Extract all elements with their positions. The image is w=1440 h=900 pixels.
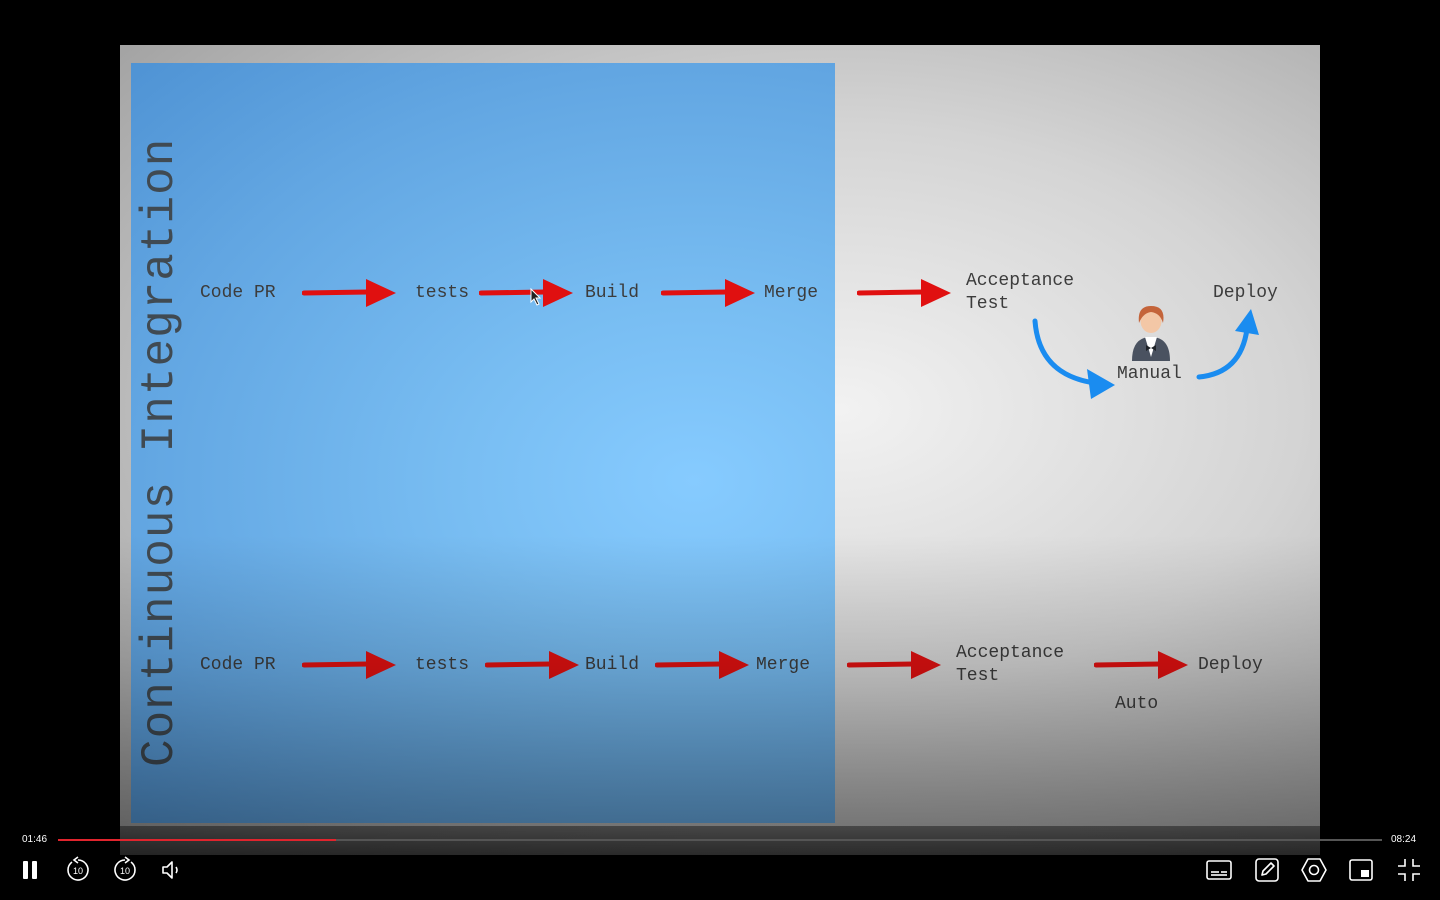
picture-in-picture-button[interactable] bbox=[1345, 854, 1377, 886]
manual-label: Manual bbox=[1117, 364, 1182, 384]
row2-arrow-red bbox=[655, 651, 749, 679]
auto-label: Auto bbox=[1115, 694, 1159, 714]
row2-merge-label: Merge bbox=[756, 655, 811, 675]
row2-acceptance-label: Acceptance bbox=[956, 643, 1065, 663]
forward-10-label: 10 bbox=[120, 866, 130, 876]
row1-code-pr-label: Code PR bbox=[200, 283, 276, 303]
row2-arrow-red bbox=[302, 651, 396, 679]
current-time: 01:46 bbox=[22, 834, 48, 845]
ci-panel bbox=[131, 63, 835, 823]
row2-code-pr-label: Code PR bbox=[200, 655, 276, 675]
manual-arrow-blue-down bbox=[1032, 318, 1115, 399]
tester-person-icon bbox=[1132, 306, 1170, 361]
mouse-cursor-icon bbox=[530, 288, 542, 306]
pause-icon bbox=[23, 861, 37, 879]
notes-button[interactable] bbox=[1251, 854, 1283, 886]
row1-tests-label: tests bbox=[415, 283, 470, 303]
volume-icon bbox=[162, 861, 178, 879]
volume-button[interactable] bbox=[156, 854, 188, 886]
row2-arrow-red bbox=[1094, 651, 1188, 679]
settings-icon bbox=[1301, 858, 1327, 882]
row1-deploy-label: Deploy bbox=[1213, 283, 1278, 303]
row1-arrow-red bbox=[661, 279, 755, 307]
rewind-10-label: 10 bbox=[73, 866, 83, 876]
row2-acceptance-test-label: Test bbox=[956, 666, 1000, 686]
edit-note-icon bbox=[1255, 858, 1279, 882]
row2-arrow-red bbox=[847, 651, 941, 679]
row1-arrow-red bbox=[302, 279, 396, 307]
picture-in-picture-icon bbox=[1349, 859, 1373, 881]
subtitles-icon bbox=[1206, 860, 1232, 880]
row2-build-label: Build bbox=[585, 655, 640, 675]
forward-10-icon: 10 bbox=[114, 856, 136, 881]
row2-arrow-red bbox=[485, 651, 579, 679]
exit-fullscreen-button[interactable] bbox=[1393, 854, 1425, 886]
row1-acceptance-test-label: Test bbox=[966, 294, 1010, 314]
row1-build-label: Build bbox=[585, 283, 640, 303]
rewind-10-button[interactable]: 10 bbox=[62, 854, 94, 886]
slide-title: Continuous Integration bbox=[134, 137, 186, 767]
row1-arrow-red bbox=[857, 279, 951, 307]
forward-10-button[interactable]: 10 bbox=[109, 854, 141, 886]
progress-bar[interactable] bbox=[58, 839, 1382, 841]
manual-arrow-blue-up bbox=[1196, 309, 1259, 380]
video-frame[interactable]: Continuous Integration Code PR tests Bui… bbox=[120, 45, 1320, 855]
row1-arrow-red bbox=[479, 279, 573, 307]
exit-fullscreen-icon bbox=[1398, 859, 1420, 881]
rewind-10-icon: 10 bbox=[67, 856, 89, 881]
subtitles-button[interactable] bbox=[1203, 854, 1235, 886]
duration-time: 08:24 bbox=[1391, 834, 1417, 845]
row1-merge-label: Merge bbox=[764, 283, 819, 303]
progress-bar-fill bbox=[58, 839, 337, 841]
player-controls: 01:46 08:24 10 10 bbox=[0, 826, 1440, 900]
row1-acceptance-label: Acceptance bbox=[966, 271, 1075, 291]
row2-tests-label: tests bbox=[415, 655, 470, 675]
settings-button[interactable] bbox=[1298, 854, 1330, 886]
pause-button[interactable] bbox=[14, 854, 46, 886]
row2-deploy-label: Deploy bbox=[1198, 655, 1263, 675]
